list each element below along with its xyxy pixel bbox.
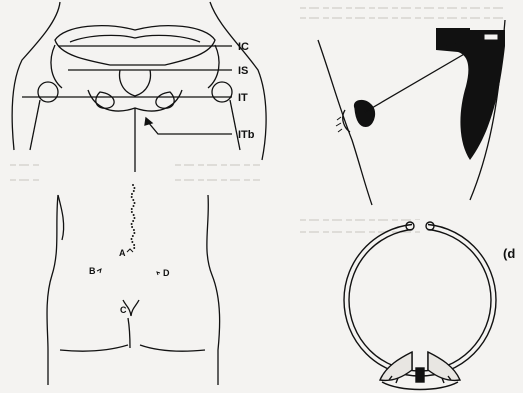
spine-dot bbox=[131, 208, 133, 210]
abdominal-wall-band bbox=[436, 30, 505, 160]
pelvis-diagram bbox=[12, 2, 266, 172]
back-view-diagram bbox=[47, 195, 220, 385]
label-a: A bbox=[119, 248, 126, 258]
spine-dot bbox=[133, 247, 135, 249]
label-b: B bbox=[89, 266, 96, 276]
spine-dot bbox=[133, 202, 135, 204]
femur-left bbox=[30, 100, 40, 150]
spinous-process-dots bbox=[131, 184, 136, 249]
pelvis-right-wing bbox=[208, 45, 219, 88]
skin-mark-hatching bbox=[336, 117, 342, 132]
spine-dot bbox=[133, 244, 135, 246]
spine-dot bbox=[133, 229, 135, 231]
spine-dot bbox=[132, 205, 134, 207]
caliper-ring-outer bbox=[344, 224, 496, 376]
spine-dot bbox=[133, 232, 135, 234]
caliper-base-left bbox=[380, 352, 412, 380]
vertebral-body bbox=[355, 101, 375, 127]
iliac-crest-inner bbox=[70, 35, 200, 42]
itb-leader bbox=[148, 122, 232, 134]
spine-dot bbox=[132, 235, 134, 237]
back-right-outline bbox=[207, 195, 220, 385]
obturator-left bbox=[96, 92, 114, 108]
mark-a bbox=[127, 249, 133, 252]
label-itb: ITb bbox=[238, 129, 255, 141]
obturator-right bbox=[156, 92, 174, 108]
caliper-base-right bbox=[428, 352, 460, 380]
caliper-stem bbox=[412, 352, 428, 370]
caliper-base-arc bbox=[382, 382, 458, 390]
caliper-ring-inner bbox=[349, 229, 491, 371]
spine-dot bbox=[131, 223, 133, 225]
label-is: IS bbox=[238, 65, 248, 77]
waist-left bbox=[58, 195, 64, 240]
gluteal-cleft bbox=[128, 318, 130, 348]
background-text-texture bbox=[10, 8, 505, 232]
spine-dot bbox=[133, 217, 135, 219]
spine-dot bbox=[131, 196, 133, 198]
mark-b bbox=[97, 269, 101, 273]
spine-dot bbox=[131, 193, 133, 195]
sacrum bbox=[120, 70, 151, 96]
label-it: IT bbox=[238, 92, 248, 104]
back-left-outline bbox=[47, 195, 58, 385]
spine-dot bbox=[132, 199, 134, 201]
spine-dot bbox=[132, 220, 134, 222]
spine-dot bbox=[131, 226, 133, 228]
label-d: D bbox=[163, 268, 170, 278]
label-c: C bbox=[120, 305, 127, 315]
femoral-head-left bbox=[38, 82, 58, 102]
femoral-head-right bbox=[212, 82, 232, 102]
spine-dot bbox=[131, 238, 133, 240]
sacral-spine-marker bbox=[343, 110, 350, 132]
spine-dot bbox=[133, 190, 135, 192]
femur-right bbox=[230, 100, 240, 150]
label-ic: IC bbox=[238, 41, 249, 53]
pelvis-left-wing bbox=[51, 45, 62, 88]
caliper-device bbox=[344, 220, 496, 390]
buttock-crease-left bbox=[60, 345, 128, 351]
upper-marker bbox=[484, 34, 498, 40]
caliper-screw bbox=[416, 368, 424, 382]
iliac-crest-outline bbox=[55, 26, 215, 65]
panel-label-d: (d bbox=[503, 246, 515, 261]
spine-dot bbox=[132, 184, 134, 186]
spine-dot bbox=[131, 241, 133, 243]
spine-dot bbox=[133, 187, 135, 189]
itb-arrowhead bbox=[145, 118, 152, 125]
mark-d bbox=[157, 272, 160, 275]
buttock-crease-right bbox=[140, 345, 205, 351]
spine-dot bbox=[131, 211, 133, 213]
spine-dot bbox=[133, 214, 135, 216]
